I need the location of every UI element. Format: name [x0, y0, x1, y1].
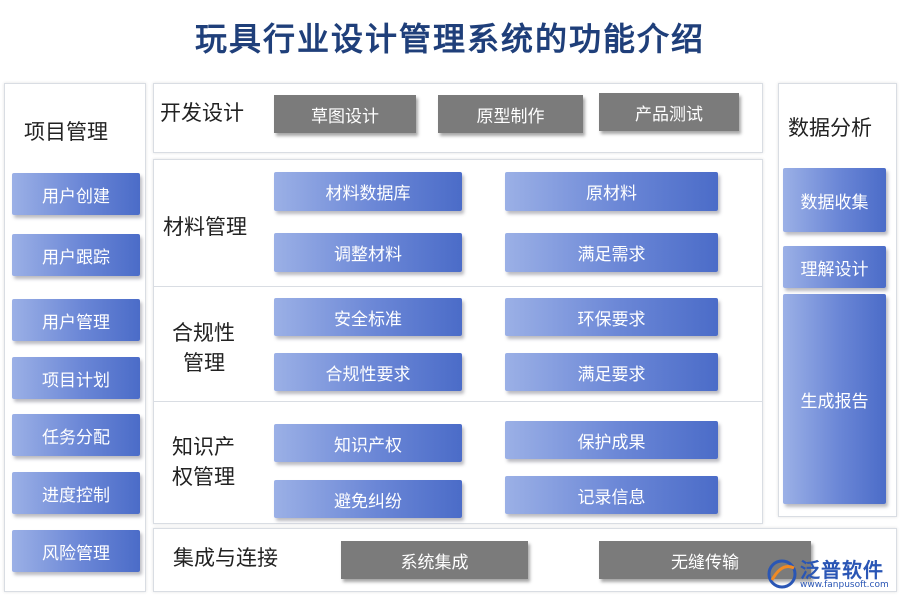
compliance-req-button[interactable]: 合规性要求 — [274, 353, 462, 391]
middle-panel — [153, 159, 763, 524]
divider-compliance-ip — [153, 401, 763, 402]
ip-heading-line2: 权管理 — [172, 465, 235, 489]
logo-mark-icon — [767, 559, 797, 589]
adjust-material-button[interactable]: 调整材料 — [274, 233, 462, 272]
record-info-button[interactable]: 记录信息 — [505, 476, 718, 514]
project-management-heading: 项目管理 — [24, 120, 108, 144]
progress-control-button[interactable]: 进度控制 — [12, 472, 140, 514]
environmental-req-button[interactable]: 环保要求 — [505, 298, 718, 336]
data-collect-button[interactable]: 数据收集 — [783, 168, 886, 232]
sketch-design-button[interactable]: 草图设计 — [274, 95, 416, 133]
prototype-button[interactable]: 原型制作 — [438, 95, 583, 133]
compliance-heading-line1: 合规性 — [172, 321, 235, 345]
logo-name: 泛普软件 — [800, 558, 884, 582]
raw-material-button[interactable]: 原材料 — [505, 172, 718, 211]
risk-manage-button[interactable]: 风险管理 — [12, 530, 140, 572]
integration-heading: 集成与连接 — [173, 546, 278, 570]
data-analysis-heading: 数据分析 — [788, 116, 872, 140]
system-integration-button[interactable]: 系统集成 — [341, 541, 528, 579]
dev-design-heading: 开发设计 — [160, 101, 244, 125]
safety-standard-button[interactable]: 安全标准 — [274, 298, 462, 336]
compliance-heading-line2: 管理 — [183, 351, 225, 375]
user-manage-button[interactable]: 用户管理 — [12, 299, 140, 341]
understand-design-button[interactable]: 理解设计 — [783, 246, 886, 288]
logo-url: www.fanpusoft.com — [800, 580, 889, 590]
protect-results-button[interactable]: 保护成果 — [505, 421, 718, 459]
fanpu-logo: 泛普软件 www.fanpusoft.com — [764, 554, 896, 596]
user-track-button[interactable]: 用户跟踪 — [12, 234, 140, 276]
material-database-button[interactable]: 材料数据库 — [274, 172, 462, 211]
generate-report-button[interactable]: 生成报告 — [783, 294, 886, 504]
ip-rights-button[interactable]: 知识产权 — [274, 424, 462, 462]
divider-material-compliance — [153, 286, 763, 287]
project-plan-button[interactable]: 项目计划 — [12, 357, 140, 399]
task-assign-button[interactable]: 任务分配 — [12, 414, 140, 456]
user-create-button[interactable]: 用户创建 — [12, 173, 140, 215]
meet-demand-button[interactable]: 满足需求 — [505, 233, 718, 272]
product-test-button[interactable]: 产品测试 — [599, 93, 739, 131]
material-heading: 材料管理 — [163, 215, 247, 239]
page-title: 玩具行业设计管理系统的功能介绍 — [194, 20, 705, 58]
avoid-disputes-button[interactable]: 避免纠纷 — [274, 480, 462, 518]
meet-requirements-button[interactable]: 满足要求 — [505, 353, 718, 391]
ip-heading-line1: 知识产 — [172, 435, 235, 459]
